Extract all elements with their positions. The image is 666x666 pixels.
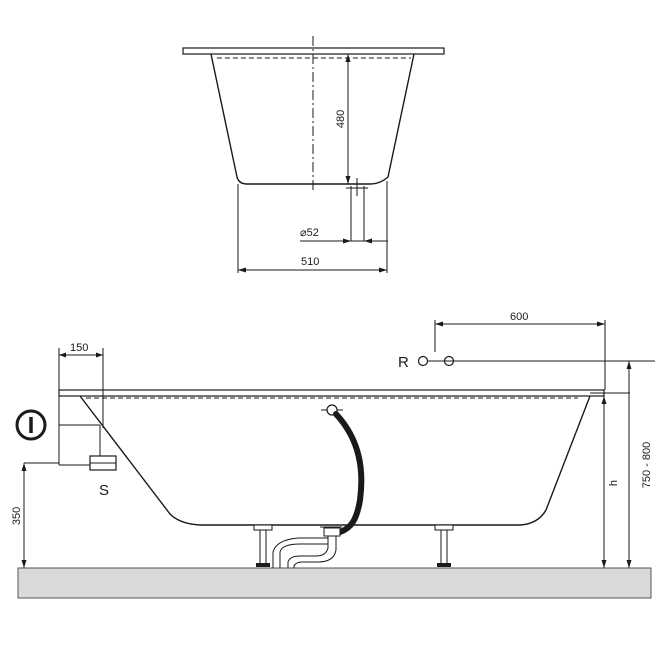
tub-leg-left <box>253 524 273 567</box>
pipe-350-arrow-top <box>21 463 27 471</box>
depth-label: 480 <box>335 110 347 128</box>
overflow-offset-label: 150 <box>70 342 88 354</box>
h-arrow-bottom <box>601 560 607 568</box>
diameter-label: ⌀52 <box>300 227 319 239</box>
left-wall-profile <box>24 390 117 471</box>
height-var-label: h <box>608 480 620 486</box>
overflow-fitting <box>321 404 343 416</box>
offset-150-arrow-l <box>59 352 66 358</box>
side-view: S 150 600 R 750 - 800 h 3 <box>11 311 655 599</box>
overflow-symbol <box>15 409 47 441</box>
h-arrow-top <box>601 396 607 404</box>
cross-section-view: 480 ⌀52 510 <box>182 36 445 273</box>
offset-150-arrow-r <box>96 352 103 358</box>
tap-600-arrow-r <box>597 321 605 327</box>
overflow-hose <box>333 411 365 535</box>
tap-marker-label: R <box>398 354 409 371</box>
tap-offset-label: 600 <box>510 311 528 323</box>
depth-arrow-bottom <box>345 176 351 184</box>
tub-leg-right <box>434 524 454 567</box>
cross-section-outer-wall <box>210 53 415 185</box>
width-arrow-right <box>379 267 387 273</box>
pipe-height-label: 350 <box>11 507 23 525</box>
height-range-arrow-bottom <box>626 560 632 568</box>
drain-trap <box>272 526 342 568</box>
floor <box>17 567 652 599</box>
depth-arrow-top <box>345 54 351 62</box>
diameter-arrow-a <box>343 238 351 244</box>
width-label: 510 <box>301 256 319 268</box>
tub-rim <box>58 389 605 397</box>
diameter-arrow-b <box>364 238 372 244</box>
height-range-arrow-top <box>626 361 632 369</box>
tap-600-arrow-l <box>435 321 443 327</box>
tub-body <box>79 395 591 526</box>
tap-circle-1 <box>417 355 429 367</box>
pipe-350-arrow-bottom <box>21 560 27 568</box>
height-range-label: 750 - 800 <box>641 442 653 488</box>
pipe-marker-label: S <box>99 482 109 499</box>
width-arrow-left <box>238 267 246 273</box>
